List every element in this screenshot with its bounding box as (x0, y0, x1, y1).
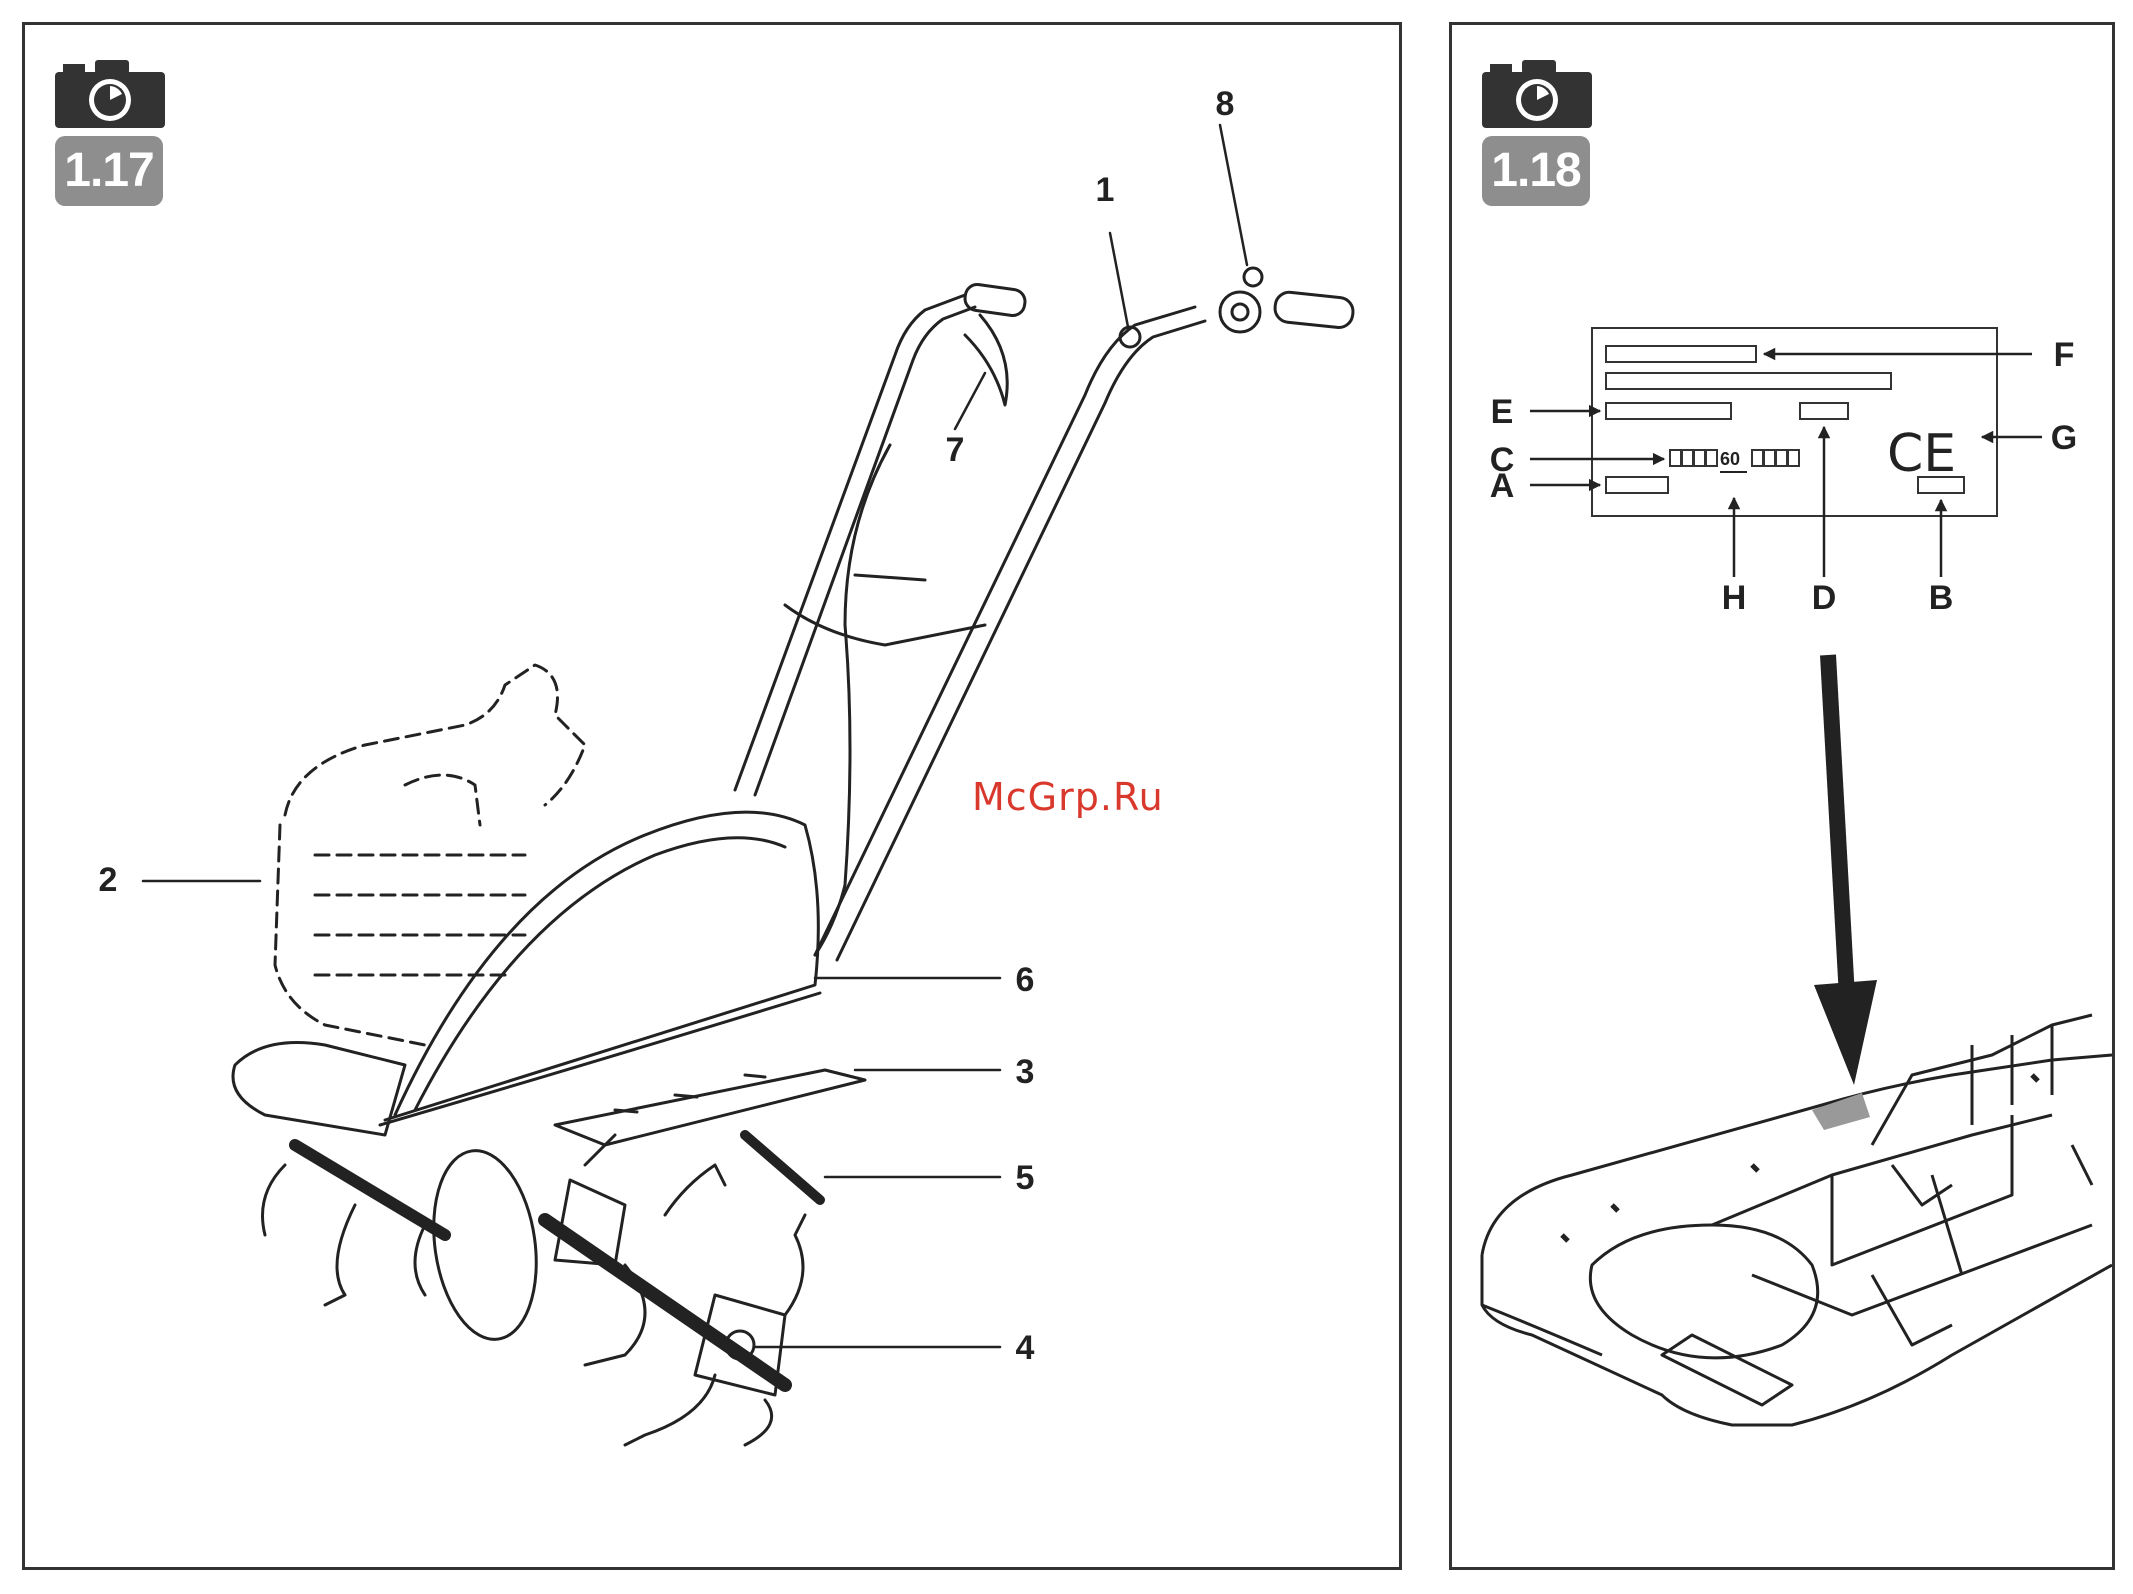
arrow-icon (1814, 655, 1877, 1085)
tiller-drawing: 1 2 3 4 5 6 7 8 (25, 25, 1399, 1567)
callout-8: 8 (1216, 85, 1235, 123)
callout-5: 5 (1016, 1159, 1035, 1197)
serial-60: 60 (1720, 449, 1740, 469)
rating-plate-drawing: 60 CE A B C D E F G H (1452, 25, 2112, 1567)
plate-label-c: C (1490, 441, 1515, 479)
callout-7: 7 (946, 431, 965, 469)
rating-plate (1592, 328, 1997, 516)
figure-1-18-panel: 1.18 60 CE (1449, 22, 2115, 1570)
callout-3: 3 (1016, 1053, 1035, 1091)
callout-2: 2 (99, 861, 118, 899)
plate-label-b: B (1929, 579, 1954, 617)
callout-1: 1 (1096, 171, 1115, 209)
plate-label-e: E (1491, 393, 1514, 431)
ce-mark: CE (1887, 424, 1956, 484)
chassis-drawing (1482, 1015, 2112, 1425)
figure-1-17-panel: 1.17 (22, 22, 1402, 1570)
plate-label-f: F (2054, 336, 2075, 374)
plate-label-d: D (1812, 579, 1837, 617)
plate-label-h: H (1722, 579, 1747, 617)
plate-label-g: G (2051, 419, 2077, 457)
watermark: McGrp.Ru (972, 775, 1164, 819)
callout-6: 6 (1016, 961, 1035, 999)
callout-4: 4 (1016, 1329, 1035, 1367)
